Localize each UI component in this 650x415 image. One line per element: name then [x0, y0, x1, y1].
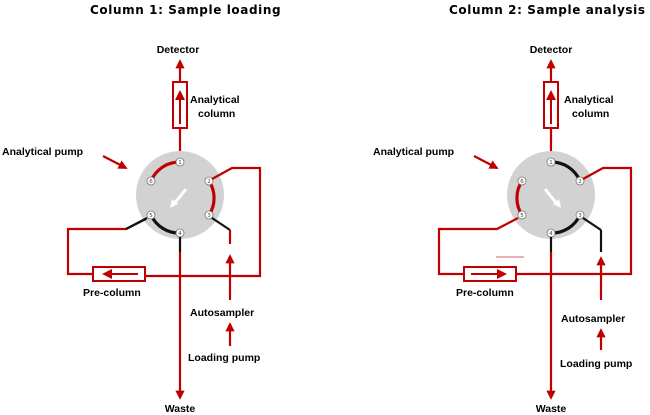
precolumn-to-port2-line — [516, 166, 633, 276]
valve-port-2: 2 — [204, 176, 214, 186]
valve-port-4: 4 — [546, 228, 556, 238]
analytical-column — [172, 81, 188, 129]
valve-port-3: 3 — [575, 210, 585, 220]
panel-title: Column 2: Sample analysis — [449, 3, 646, 17]
pre-column-label: Pre-column — [83, 287, 141, 299]
panel-sample-analysis: Column 2: Sample analysis Detector Analy… — [373, 3, 646, 415]
valve-port-6: 6 — [146, 176, 156, 186]
pre-column-label: Pre-column — [456, 287, 514, 299]
switching-valve: 1 2 3 4 5 6 — [136, 151, 224, 239]
panel-title: Column 1: Sample loading — [90, 3, 281, 17]
analytical-column-label-line2: column — [198, 108, 235, 120]
valve-port-6: 6 — [517, 176, 527, 186]
svg-text:3: 3 — [207, 213, 211, 219]
analytical-column-label-line1: Analytical — [564, 94, 614, 106]
autosampler-label: Autosampler — [190, 307, 254, 319]
autosampler-label: Autosampler — [561, 313, 625, 325]
svg-text:5: 5 — [520, 213, 524, 219]
analytical-column-label-line1: Analytical — [190, 94, 240, 106]
rotor-indicator — [172, 188, 188, 205]
loading-pump-label: Loading pump — [188, 352, 260, 364]
port5-stub — [125, 217, 148, 230]
switching-valve: 1 2 3 4 5 6 — [507, 151, 595, 239]
port3-stub — [582, 217, 602, 231]
port5-to-precolumn-line — [437, 217, 519, 276]
rotor-indicator-head — [553, 199, 561, 208]
rotor-indicator-head — [170, 199, 178, 208]
analytical-pump-arrow — [102, 155, 128, 169]
valve-port-3: 3 — [204, 210, 214, 220]
waste-label: Waste — [536, 403, 567, 415]
svg-text:1: 1 — [178, 160, 182, 166]
svg-text:3: 3 — [578, 213, 582, 219]
rotor-indicator — [543, 188, 559, 205]
pre-column — [92, 266, 146, 282]
valve-port-4: 4 — [175, 228, 185, 238]
valve-port-2: 2 — [575, 176, 585, 186]
precolumn-to-port5-line — [66, 218, 147, 276]
pre-column — [463, 266, 517, 282]
analytical-pump-arrow — [473, 155, 499, 169]
analytical-pump-label: Analytical pump — [373, 146, 454, 158]
svg-text:2: 2 — [207, 179, 211, 185]
panel-sample-loading: Column 1: Sample loading Detector Analyt… — [2, 3, 281, 415]
detector-label: Detector — [530, 44, 573, 56]
svg-text:4: 4 — [549, 231, 553, 237]
port3-stub — [211, 217, 231, 231]
waste-label: Waste — [165, 403, 196, 415]
detector-label: Detector — [157, 44, 200, 56]
svg-text:6: 6 — [520, 179, 524, 185]
analytical-column-label-line2: column — [572, 108, 609, 120]
port2-to-precolumn-line — [145, 166, 262, 278]
valve-port-1: 1 — [175, 157, 185, 167]
svg-text:4: 4 — [178, 231, 182, 237]
valve-port-5: 5 — [146, 210, 156, 220]
analytical-pump-label: Analytical pump — [2, 146, 83, 158]
svg-text:2: 2 — [578, 179, 582, 185]
loading-pump-label: Loading pump — [560, 358, 632, 370]
svg-text:1: 1 — [549, 160, 553, 166]
analytical-column — [543, 81, 559, 129]
svg-text:6: 6 — [149, 179, 153, 185]
valve-port-1: 1 — [546, 157, 556, 167]
valve-port-5: 5 — [517, 210, 527, 220]
svg-text:5: 5 — [149, 213, 153, 219]
